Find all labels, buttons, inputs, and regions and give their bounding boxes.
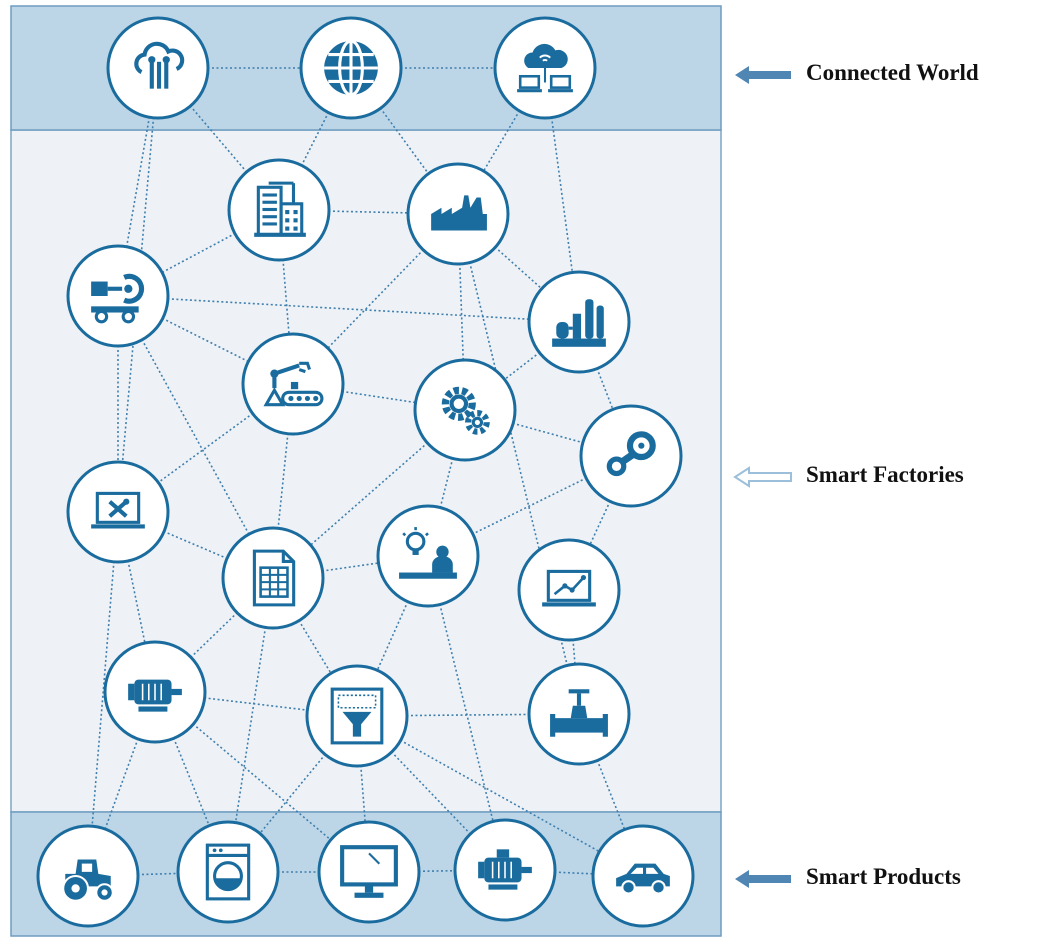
node-circle xyxy=(221,526,325,630)
node-office-building xyxy=(227,158,331,262)
node-circle xyxy=(176,820,280,924)
node-refinery xyxy=(527,270,631,374)
node-factory xyxy=(406,162,510,266)
node-steam xyxy=(579,404,683,508)
arrow-outline-icon xyxy=(733,466,792,488)
node-circle xyxy=(66,460,170,564)
link-spreadsheet-doc-idea-worker xyxy=(272,555,429,579)
node-circle xyxy=(317,820,421,924)
node-circle xyxy=(66,244,170,348)
label-smart-factories: Smart Factories xyxy=(806,462,964,487)
link-robot-cart-refinery xyxy=(117,295,580,323)
node-robot-cart xyxy=(66,244,170,348)
node-robot-arm-conveyor xyxy=(241,332,345,436)
node-globe xyxy=(299,16,403,120)
link-filter-panel-monitor xyxy=(356,715,370,873)
globe-icon xyxy=(322,39,380,97)
label-smart-products: Smart Products xyxy=(806,864,961,889)
node-circle xyxy=(517,538,621,642)
node-laptop-chart xyxy=(517,538,621,642)
node-pipe-valve xyxy=(527,662,631,766)
node-monitor xyxy=(317,820,421,924)
arrow-solid-icon xyxy=(735,870,791,888)
node-laptop-tools xyxy=(66,460,170,564)
node-motor-product xyxy=(453,818,557,922)
node-cloud-network xyxy=(493,16,597,120)
node-car xyxy=(591,824,695,928)
node-circle xyxy=(376,504,480,608)
node-cloud-circuit xyxy=(106,16,210,120)
node-tractor xyxy=(36,824,140,928)
arrow-solid-icon xyxy=(735,66,791,84)
link-filter-panel-car xyxy=(356,715,644,877)
node-idea-worker xyxy=(376,504,480,608)
link-factory-robot-arm-conveyor xyxy=(292,213,459,385)
link-office-building-robot-cart xyxy=(117,209,280,297)
node-electric-motor xyxy=(103,640,207,744)
node-filter-panel xyxy=(305,664,409,768)
node-spreadsheet-doc xyxy=(221,526,325,630)
node-layer xyxy=(36,16,695,928)
node-gears xyxy=(413,358,517,462)
node-circle xyxy=(227,158,331,262)
label-connected-world: Connected World xyxy=(806,60,979,85)
link-globe-factory xyxy=(350,67,459,215)
node-washing-machine xyxy=(176,820,280,924)
